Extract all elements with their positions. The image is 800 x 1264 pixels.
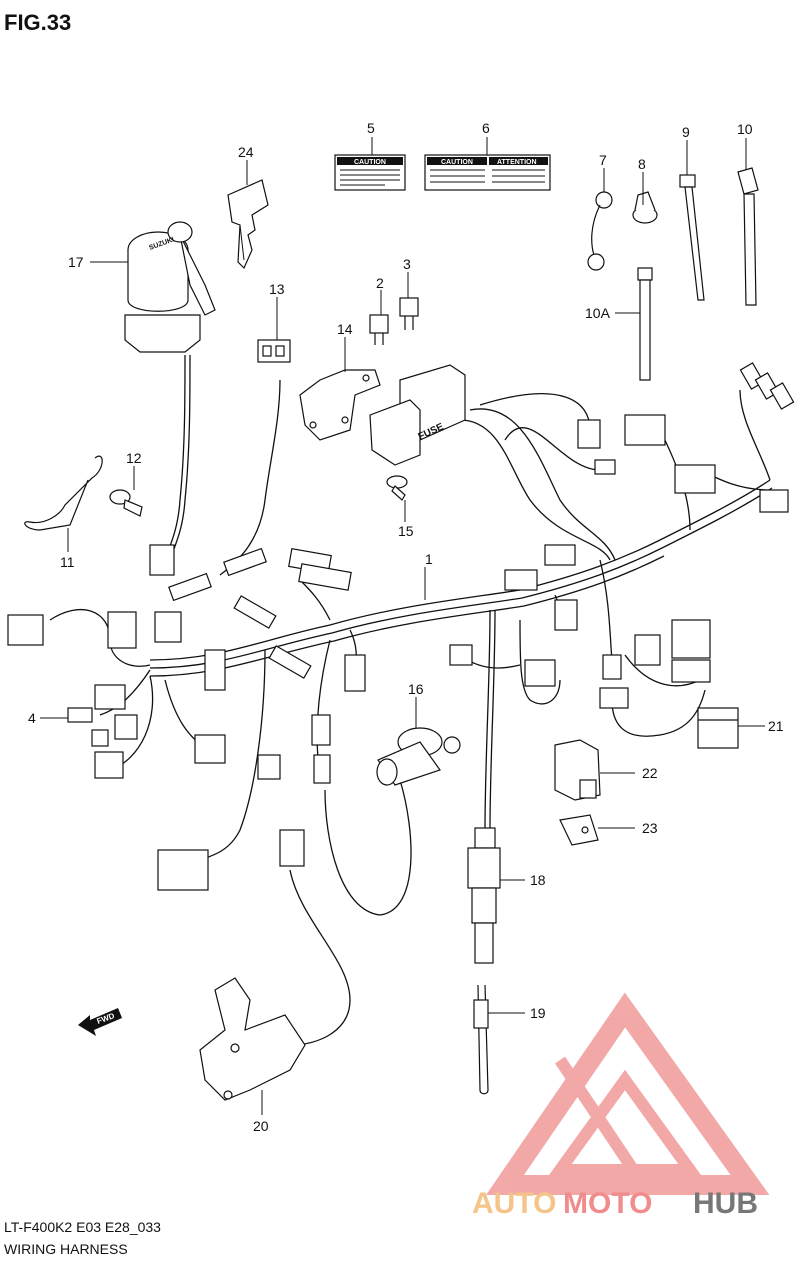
part-19 xyxy=(473,984,489,1095)
connector-4 xyxy=(67,707,109,747)
fuse-box: FUSE xyxy=(369,364,466,466)
svg-text:CAUTION: CAUTION xyxy=(354,159,386,166)
clamp-7 xyxy=(587,191,613,271)
sensor-18 xyxy=(467,827,501,964)
watermark-text-moto: MOTO xyxy=(563,1187,652,1220)
callout-10A: 10A xyxy=(585,305,611,321)
fwd-arrow: FWD xyxy=(78,1008,122,1036)
cable-tie-9 xyxy=(679,174,705,301)
callout-14: 14 xyxy=(337,321,353,337)
figure-caption: WIRING HARNESS xyxy=(4,1241,128,1257)
leader-lines xyxy=(40,137,765,1115)
watermark-text-hub: HUB xyxy=(693,1187,758,1220)
callout-17: 17 xyxy=(68,254,84,270)
watermark-logo xyxy=(486,992,770,1195)
callout-9: 9 xyxy=(682,124,690,140)
callout-1: 1 xyxy=(425,551,433,567)
callout-10: 10 xyxy=(737,121,753,137)
connector-13 xyxy=(257,339,291,363)
callout-6: 6 xyxy=(482,120,490,136)
cable-tie-10A xyxy=(637,267,653,381)
fuse-2 xyxy=(369,314,389,345)
connectors-upper-right xyxy=(577,362,795,513)
relay-21 xyxy=(697,707,739,749)
callout-19: 19 xyxy=(530,1005,546,1021)
svg-text:CAUTION: CAUTION xyxy=(441,159,473,166)
callout-numbers: 1 2 3 4 5 6 7 8 9 10 10A 11 12 13 14 15 … xyxy=(28,120,784,1134)
callout-23: 23 xyxy=(642,820,658,836)
watermark-text-auto: AUTO xyxy=(472,1187,556,1220)
caution-label-5: CAUTION xyxy=(334,154,406,191)
callout-12: 12 xyxy=(126,450,142,466)
relay-holder-22 xyxy=(554,739,601,801)
caution-attention-label-6: CAUTION ATTENTION xyxy=(424,154,551,191)
bolt-12 xyxy=(109,489,143,517)
connectors-mid xyxy=(257,544,711,784)
callout-22: 22 xyxy=(642,765,658,781)
svg-text:ATTENTION: ATTENTION xyxy=(497,159,537,166)
callout-13: 13 xyxy=(269,281,285,297)
figure-title: FIG.33 xyxy=(4,10,71,35)
callout-3: 3 xyxy=(403,256,411,272)
clamp-8 xyxy=(632,191,658,224)
fuse-bracket-14 xyxy=(299,369,381,441)
callout-21: 21 xyxy=(768,718,784,734)
screw-15 xyxy=(386,475,408,501)
model-code: LT-F400K2 E03 E28_033 xyxy=(4,1219,161,1235)
callout-7: 7 xyxy=(599,152,607,168)
fuse-3 xyxy=(399,297,419,330)
callout-15: 15 xyxy=(398,523,414,539)
ignition-switch-17: SUZUKI xyxy=(124,221,216,353)
callout-11: 11 xyxy=(60,554,75,570)
callout-8: 8 xyxy=(638,156,646,172)
callout-24: 24 xyxy=(238,144,254,160)
callout-4: 4 xyxy=(28,710,36,726)
callout-16: 16 xyxy=(408,681,424,697)
ignition-key-24 xyxy=(227,179,269,270)
switch-20 xyxy=(199,977,306,1101)
socket-16 xyxy=(376,727,461,786)
callout-18: 18 xyxy=(530,872,546,888)
wire-clamp-11 xyxy=(24,455,103,531)
cable-tie-10 xyxy=(737,167,759,306)
callout-2: 2 xyxy=(376,275,384,291)
connectors-left xyxy=(7,544,312,891)
callout-5: 5 xyxy=(367,120,375,136)
bracket-23 xyxy=(559,814,599,846)
callout-20: 20 xyxy=(253,1118,269,1134)
